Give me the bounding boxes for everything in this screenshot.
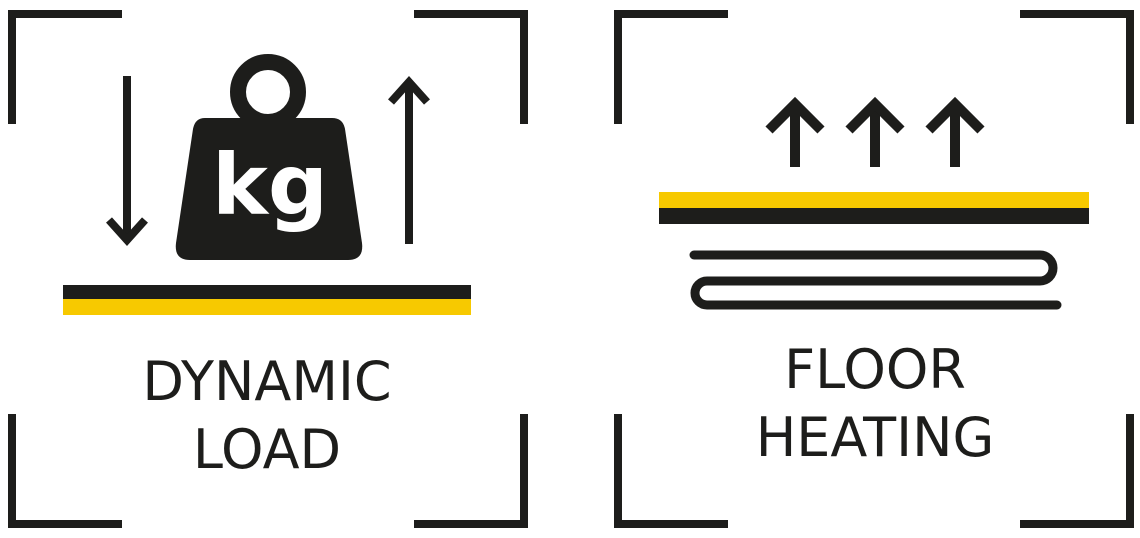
corner-bracket-bottom-right [414, 414, 528, 528]
weight-kg-icon: kg [175, 54, 363, 260]
heat-arrow-up-icon [765, 96, 825, 167]
caption-line-1: DYNAMIC [142, 350, 392, 413]
corner-bracket-top-right [414, 10, 528, 124]
dynamic-load-caption: DYNAMIC LOAD [60, 348, 474, 484]
weight-label: kg [212, 136, 328, 234]
caption-line-2: LOAD [192, 418, 342, 481]
heat-arrow-up-icon [925, 96, 985, 167]
caption-line-2: HEATING [755, 406, 995, 469]
corner-bracket-top-left [8, 10, 122, 124]
arrow-down-icon [106, 76, 148, 246]
corner-bracket-bottom-left [614, 414, 728, 528]
corner-bracket-bottom-left [8, 414, 122, 528]
corner-bracket-bottom-right [1020, 414, 1134, 528]
caption-line-1: FLOOR [784, 338, 966, 401]
floor-heating-caption: FLOOR HEATING [660, 336, 1090, 472]
arrow-up-icon [388, 76, 430, 244]
heating-pipe-icon [689, 250, 1062, 310]
corner-bracket-top-left [614, 10, 728, 124]
heat-arrow-up-icon [845, 96, 905, 167]
corner-bracket-top-right [1020, 10, 1134, 124]
floor-layers [63, 285, 471, 315]
floor-surface-layers [659, 192, 1089, 224]
